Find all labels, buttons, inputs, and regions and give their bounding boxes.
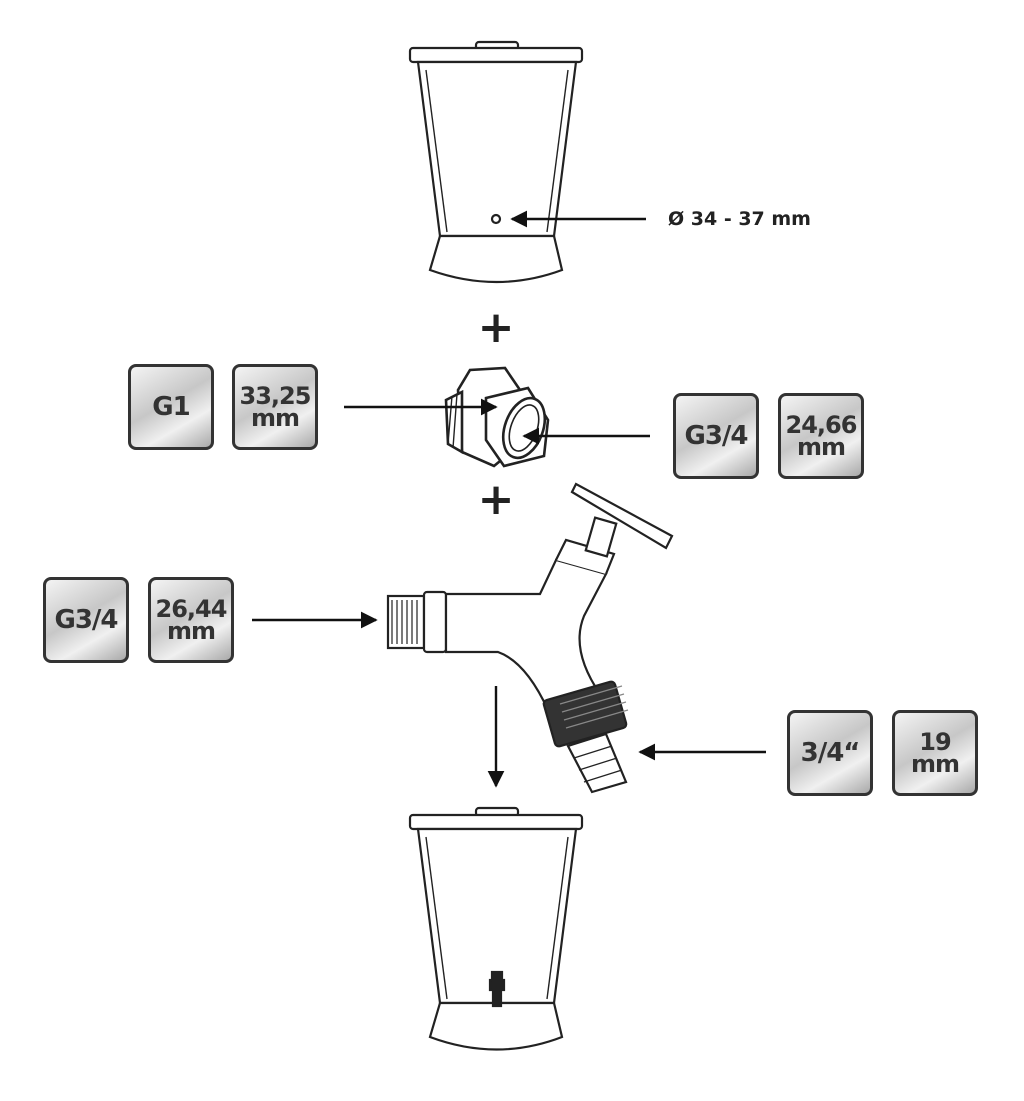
tap-inlet-thread-badge: G3/4	[43, 577, 129, 663]
adapter-inlet-diameter-badge: 33,25 mm	[232, 364, 318, 450]
rain-barrel-bottom	[408, 806, 584, 1051]
adapter-inlet-diameter-value: 33,25	[239, 381, 312, 410]
plus-sign-2: +	[478, 474, 515, 525]
installed-tap-icon	[488, 970, 506, 1008]
hole-diameter-label: Ø 34 - 37 mm	[668, 208, 811, 230]
adapter-fitting	[444, 366, 550, 468]
hose-outlet-size: 3/4“	[800, 738, 861, 768]
adapter-inlet-thread-badge: G1	[128, 364, 214, 450]
tap-inlet-diameter-unit: mm	[166, 617, 216, 645]
adapter-inlet-diameter-unit: mm	[250, 404, 300, 432]
tap-inlet-thread: G3/4	[54, 605, 118, 635]
hose-outlet-diameter-unit: mm	[910, 750, 960, 778]
adapter-outlet-diameter-badge: 24,66 mm	[778, 393, 864, 479]
adapter-outlet-diameter-unit: mm	[796, 433, 846, 461]
drill-hole-icon	[490, 213, 502, 225]
adapter-outlet-diameter-value: 24,66	[785, 410, 858, 439]
rain-barrel-top	[408, 40, 584, 284]
adapter-outlet-thread: G3/4	[684, 421, 748, 451]
adapter-inlet-thread: G1	[152, 392, 190, 422]
garden-tap	[386, 482, 674, 794]
tap-inlet-diameter-value: 26,44	[155, 594, 228, 623]
hose-outlet-size-badge: 3/4“	[787, 710, 873, 796]
adapter-outlet-thread-badge: G3/4	[673, 393, 759, 479]
hose-outlet-diameter-value: 19	[919, 727, 951, 756]
plus-sign-1: +	[478, 302, 515, 353]
hose-outlet-diameter-badge: 19 mm	[892, 710, 978, 796]
tap-inlet-diameter-badge: 26,44 mm	[148, 577, 234, 663]
